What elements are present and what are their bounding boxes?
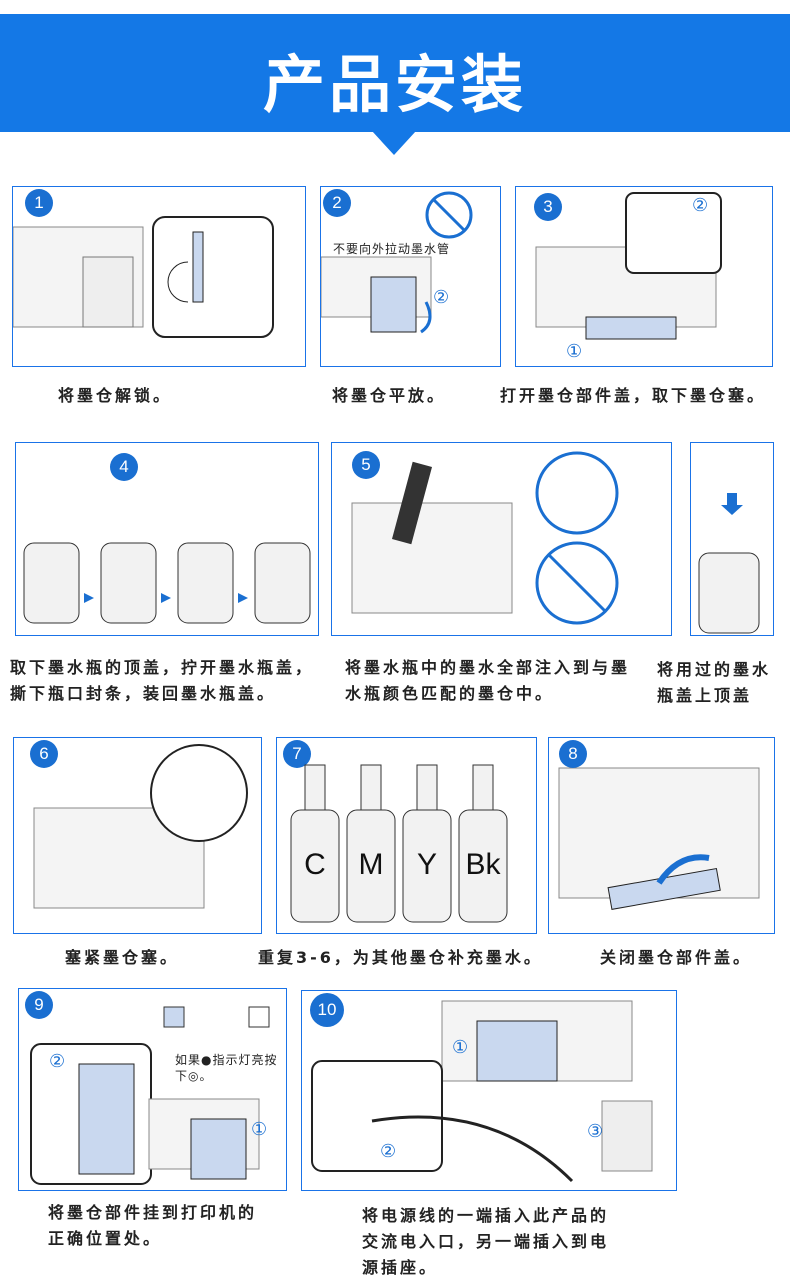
marker-2: ② (692, 195, 709, 216)
step-recap-panel (690, 442, 774, 636)
bottle-label-magenta: M (358, 848, 384, 881)
marker-1: ① (566, 341, 583, 362)
step-number-badge: 6 (30, 740, 58, 768)
step-1-caption: 将墨仓解锁。 (58, 386, 173, 405)
power-cord-illustration (311, 1000, 653, 1183)
step-1-panel: 1 (12, 186, 306, 367)
recap-bottle-illustration (698, 493, 760, 634)
open-cover-illustration (535, 192, 722, 340)
step-7-caption: 重复3-6，为其他墨仓补充墨水。 (258, 948, 543, 967)
step-6-panel: 6 (13, 737, 262, 934)
recap-caption: 将用过的墨水瓶盖上顶盖 (657, 660, 772, 705)
attach-tank-illustration (30, 1006, 270, 1185)
bottle-label-cyan: C (304, 848, 326, 881)
step-5-caption: 将墨水瓶中的墨水全部注入到与墨水瓶颜色匹配的墨仓中。 (345, 658, 631, 703)
indicator-note: 如果●指示灯亮按下◎。 (175, 1053, 278, 1083)
fill-ink-illustration (351, 451, 619, 625)
step-number-badge: 5 (352, 451, 380, 479)
step-10-caption: 将电源线的一端插入此产品的交流电入口，另一端插入到电源插座。 (362, 1206, 610, 1277)
step-8-panel: 8 (548, 737, 775, 934)
banner-arrow (372, 131, 416, 155)
marker-2: ② (49, 1051, 66, 1072)
seal-plug-illustration (33, 744, 248, 909)
step-4-panel: 4 (15, 442, 319, 636)
step-2-caption: 将墨仓平放。 (332, 386, 447, 405)
step-number-badge: 8 (559, 740, 587, 768)
header-banner (0, 14, 790, 132)
step-5-panel: 5 (331, 442, 672, 636)
marker-2: ② (380, 1141, 397, 1162)
step-number-badge: 4 (110, 453, 138, 481)
step-8-caption: 关闭墨仓部件盖。 (600, 948, 753, 967)
warning-note: 不要向外拉动墨水管 (333, 242, 451, 256)
bottle-label-yellow: Y (416, 848, 437, 881)
printer-unlock-illustration (13, 216, 274, 338)
bottle-cap-illustration (23, 542, 311, 624)
ink-tank-flat-illustration (321, 191, 473, 334)
step-3-caption: 打开墨仓部件盖，取下墨仓塞。 (500, 386, 767, 405)
close-cover-illustration (558, 767, 760, 910)
step-9-caption: 将墨仓部件挂到打印机的正确位置处。 (48, 1203, 258, 1248)
step-number-badge: 1 (25, 189, 53, 217)
marker-2: ② (433, 287, 450, 308)
step-3-panel: 3 ② ① (515, 186, 773, 367)
step-10-panel: 10 ① ② ③ (301, 990, 677, 1191)
step-9-panel: 9 如果●指示灯亮按下◎。 ① ② (18, 988, 287, 1191)
step-number-badge: 9 (25, 991, 53, 1019)
step-2-panel: 2 不要向外拉动墨水管 ② (320, 186, 501, 367)
step-number-badge: 10 (310, 993, 344, 1027)
step-number-badge: 2 (323, 189, 351, 217)
step-4-caption: 取下墨水瓶的顶盖，拧开墨水瓶盖，撕下瓶口封条，装回墨水瓶盖。 (10, 658, 315, 703)
marker-1: ① (251, 1119, 268, 1140)
step-6-caption: 塞紧墨仓塞。 (65, 948, 180, 967)
step-number-badge: 3 (534, 193, 562, 221)
step-7-panel: 7 (276, 737, 537, 934)
step-number-badge: 7 (283, 740, 311, 768)
bottle-label-black: Bk (465, 848, 501, 881)
marker-1: ① (452, 1037, 469, 1058)
page-title: 产品安装 (262, 48, 527, 121)
marker-3: ③ (587, 1121, 604, 1142)
